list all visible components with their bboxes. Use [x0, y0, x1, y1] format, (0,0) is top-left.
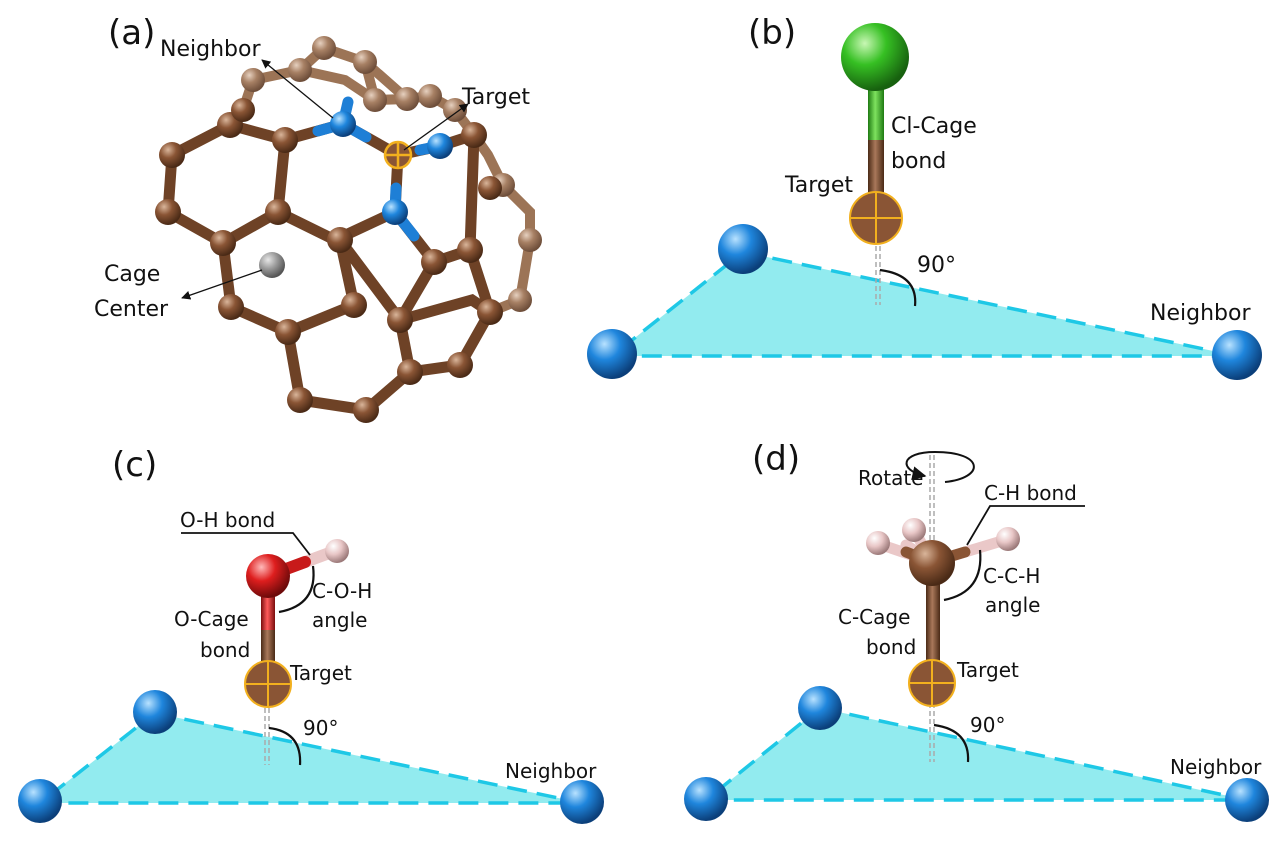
surface-plane-d	[706, 708, 1247, 800]
target-atom-b	[849, 191, 903, 245]
right-angle-arc-c	[268, 726, 302, 766]
hydrogen-atom-d2	[866, 531, 890, 555]
c-bond-d	[926, 570, 940, 670]
hydrogen-atom-d1	[902, 518, 926, 542]
neighbor-arrow	[261, 59, 334, 119]
oxygen-atom	[246, 554, 290, 598]
methyl-carbon-atom	[909, 540, 955, 586]
target-label-b: Target	[784, 173, 853, 198]
chlorine-atom	[841, 23, 909, 91]
target-label-a: Target	[461, 85, 530, 110]
cl-cage-bond-label-line1: Cl-Cage	[891, 114, 977, 139]
c-cage-bond-label-line2: bond	[866, 635, 916, 659]
ch-bond-label: C-H bond	[984, 481, 1077, 505]
panel-c: (c) 90° O-H bond C-O-H angle O-Cage bond…	[18, 445, 604, 824]
ch-bond-leader	[966, 505, 1085, 546]
cage-center-arrow	[181, 269, 263, 300]
o-cage-bond-label-line1: O-Cage	[174, 607, 249, 631]
coh-angle-label-line1: C-O-H	[312, 579, 372, 603]
plane-edges-d	[701, 706, 1248, 802]
angle-label-d: 90°	[970, 713, 1005, 737]
neighbor-label-c: Neighbor	[505, 759, 597, 783]
target-atom-d	[908, 659, 956, 707]
o-bond-upper	[261, 590, 275, 630]
cch-angle-label-line2: angle	[985, 593, 1041, 617]
o-cage-bond-label-line2: bond	[200, 638, 250, 662]
target-atom-a	[383, 140, 413, 170]
plane-atoms-d	[684, 686, 1269, 822]
neighbor-label-d: Neighbor	[1170, 755, 1262, 779]
surface-plane-b	[612, 252, 1237, 356]
angle-label-c: 90°	[303, 716, 338, 740]
panel-a-tag: (a)	[108, 13, 155, 53]
hydrogen-atom-c	[325, 539, 349, 563]
panel-c-tag: (c)	[112, 445, 157, 485]
plane-atoms-b	[587, 224, 1262, 380]
neighbor-label-a: Neighbor	[160, 37, 261, 62]
panel-d: (d) Rotate 90°	[684, 439, 1269, 822]
surface-plane-c	[40, 713, 582, 803]
o-bond-lower	[261, 630, 275, 670]
plane-edges-c	[34, 711, 583, 805]
nitrogen-atoms	[330, 111, 453, 225]
coh-angle-arc	[278, 565, 315, 614]
target-arrow	[403, 103, 469, 151]
cch-angle-label-line1: C-C-H	[983, 564, 1040, 588]
cage-center-label-line1: Cage	[104, 262, 160, 287]
cl-bond-upper	[868, 80, 884, 140]
coh-angle-label-line2: angle	[312, 608, 368, 632]
c-cage-bond-label-line1: C-Cage	[838, 605, 910, 629]
target-label-d: Target	[956, 658, 1019, 682]
plane-atoms-c	[18, 690, 604, 824]
right-angle-arc-d	[933, 723, 970, 763]
rotate-arrow	[905, 450, 975, 483]
back-cage-atoms	[241, 36, 542, 312]
cl-bond-lower	[868, 140, 884, 202]
cage-center-atom	[259, 252, 285, 278]
panel-b: (b) 90° Cl-Cage bond Target Neighbor	[587, 13, 1262, 380]
angle-label-b: 90°	[917, 253, 956, 278]
target-label-c: Target	[289, 661, 352, 685]
panel-d-tag: (d)	[752, 439, 800, 479]
oh-bond-label: O-H bond	[180, 508, 275, 532]
plane-edges-b	[606, 250, 1238, 358]
hydrogen-atom-d3	[996, 527, 1020, 551]
target-atom-c	[244, 660, 292, 708]
cl-cage-bond-label-line2: bond	[891, 149, 946, 174]
right-angle-arc-b	[879, 268, 917, 307]
front-carbon-atoms	[155, 98, 503, 423]
cage-center-label-line2: Center	[94, 297, 169, 322]
cch-angle-arc	[943, 549, 982, 602]
oh-bond-leader	[181, 532, 311, 556]
panel-a: (a)	[94, 13, 542, 423]
neighbor-label-b: Neighbor	[1150, 301, 1251, 326]
panel-b-tag: (b)	[748, 13, 796, 53]
rotate-label: Rotate	[858, 466, 923, 490]
